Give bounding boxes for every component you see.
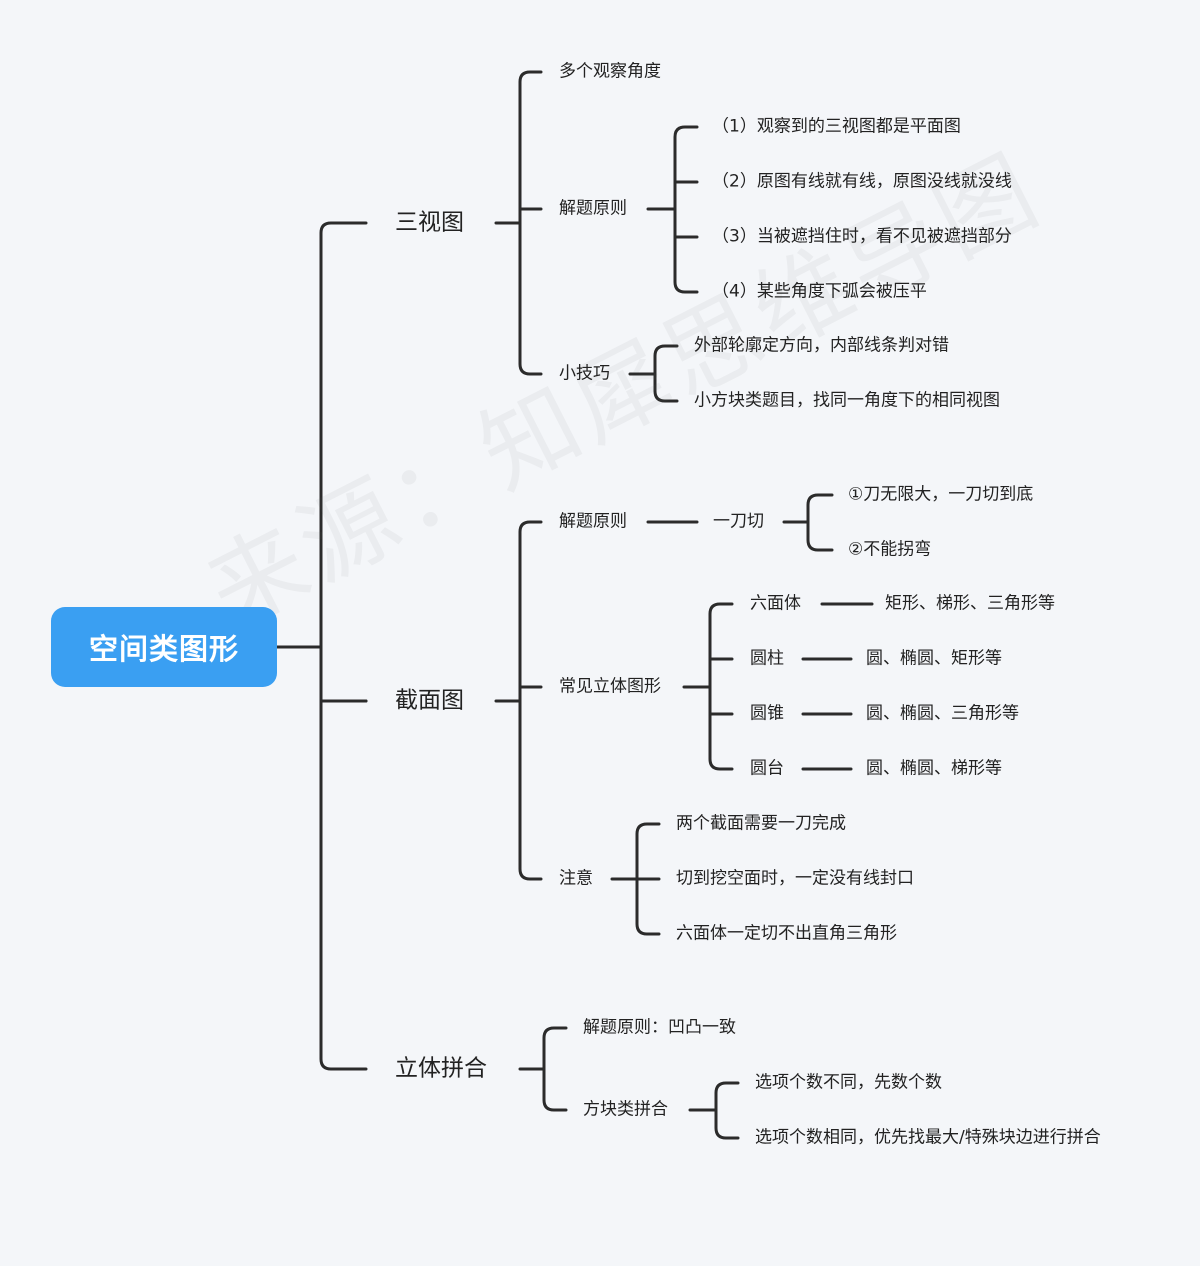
leaf-cone-shapes[interactable]: 圆、椭圆、三角形等 (866, 703, 1019, 724)
leaf-one-cut-1[interactable]: ①刀无限大，一刀切到底 (848, 484, 1034, 505)
node-principles-section[interactable]: 解题原则 (559, 511, 627, 532)
notes-fork-spine (635, 822, 661, 936)
node-tips[interactable]: 小技巧 (559, 363, 610, 384)
sanshitu-fork-spine (518, 70, 543, 376)
node-one-cut[interactable]: 一刀切 (713, 511, 764, 532)
leaf-cylinder-shapes[interactable]: 圆、椭圆、矩形等 (866, 648, 1002, 669)
leaf-block-1[interactable]: 选项个数不同，先数个数 (755, 1072, 942, 1093)
leaf-principle-4[interactable]: （4）某些角度下弧会被压平 (712, 281, 927, 302)
leaf-principle-3[interactable]: （3）当被遮挡住时，看不见被遮挡部分 (712, 226, 1012, 247)
node-principles-views[interactable]: 解题原则 (559, 198, 627, 219)
node-cylinder[interactable]: 圆柱 (750, 648, 784, 669)
leaf-principle-1[interactable]: （1）观察到的三视图都是平面图 (712, 116, 961, 137)
principles-fork-spine (673, 125, 699, 294)
leaf-block-2[interactable]: 选项个数相同，优先找最大/特殊块边进行拼合 (755, 1127, 1101, 1148)
node-notes[interactable]: 注意 (559, 868, 593, 889)
node-multi-angle[interactable]: 多个观察角度 (559, 61, 661, 82)
leaf-principle-2[interactable]: （2）原图有线就有线，原图没线就没线 (712, 171, 1012, 192)
node-frustum[interactable]: 圆台 (750, 758, 784, 779)
tips-fork-spine (653, 344, 679, 403)
leaf-hexahedron-shapes[interactable]: 矩形、梯形、三角形等 (885, 593, 1055, 614)
jiemian-fork-spine (518, 520, 543, 881)
leaf-tip-1[interactable]: 外部轮廓定方向，内部线条判对错 (694, 335, 949, 356)
branch-sanshitu[interactable]: 三视图 (395, 209, 464, 236)
blocks-fork-spine (714, 1081, 740, 1140)
branch-liti-pinhe[interactable]: 立体拼合 (395, 1055, 487, 1082)
node-block-assembly[interactable]: 方块类拼合 (583, 1099, 668, 1120)
solids-fork-spine (708, 602, 734, 771)
leaf-note-2[interactable]: 切到挖空面时，一定没有线封口 (676, 868, 914, 889)
root-fork-spine (319, 221, 368, 1071)
leaf-note-1[interactable]: 两个截面需要一刀完成 (676, 813, 846, 834)
leaf-frustum-shapes[interactable]: 圆、椭圆、梯形等 (866, 758, 1002, 779)
leaf-one-cut-2[interactable]: ②不能拐弯 (848, 539, 932, 560)
pinhe-fork-spine (542, 1026, 568, 1112)
node-hexahedron[interactable]: 六面体 (750, 593, 801, 614)
leaf-tip-2[interactable]: 小方块类题目，找同一角度下的相同视图 (694, 390, 1000, 411)
branch-jiemiantu[interactable]: 截面图 (395, 687, 464, 714)
onecut-fork-spine (806, 493, 834, 552)
root-node[interactable]: 空间类图形 (51, 607, 277, 687)
node-principle-concave-convex[interactable]: 解题原则：凹凸一致 (583, 1017, 736, 1038)
node-cone[interactable]: 圆锥 (750, 703, 784, 724)
leaf-note-3[interactable]: 六面体一定切不出直角三角形 (676, 923, 897, 944)
node-common-solids[interactable]: 常见立体图形 (559, 676, 661, 697)
